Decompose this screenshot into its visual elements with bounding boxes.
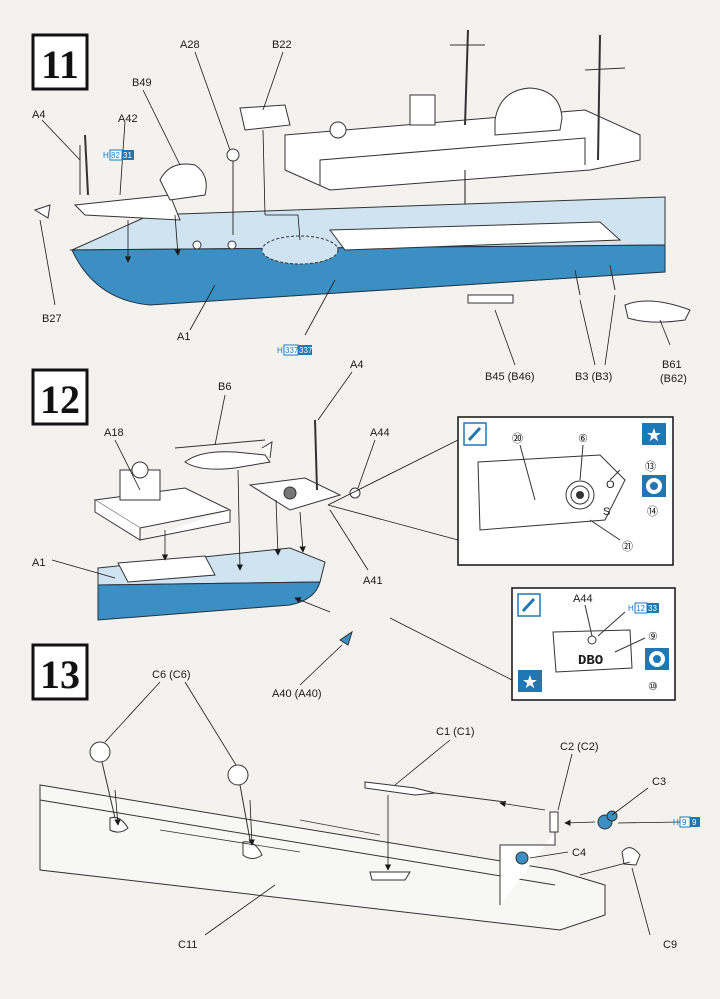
small-parts — [33, 104, 691, 323]
decal-icon — [645, 648, 669, 670]
callout-20: ⑳ — [512, 432, 523, 445]
label-a28: A28 — [180, 39, 200, 51]
label-a1: A1 — [177, 331, 190, 343]
superstructure — [284, 29, 641, 221]
step-12: 12 — [31, 359, 676, 701]
star-icon: ★ — [518, 670, 542, 693]
step-number-box — [31, 368, 89, 426]
label-b62: (B62) — [660, 373, 687, 385]
part-c6-pair — [89, 741, 251, 841]
label-a4: A4 — [350, 359, 363, 371]
marking-o: O — [606, 479, 615, 491]
label-a40: A40 (A40) — [272, 688, 322, 700]
hull-a1-stern — [97, 547, 326, 621]
svg-text:H: H — [628, 604, 634, 613]
hull-number: DBO — [578, 653, 603, 669]
svg-text:★: ★ — [646, 425, 662, 446]
hull-a1 — [69, 196, 666, 306]
detail-inset-1: ★ ⑳ ⑥ ⑬ ⑭ ㉑ O S — [457, 416, 674, 566]
label-c4: C4 — [572, 847, 586, 859]
label-a44: A44 — [370, 427, 390, 439]
svg-text:9: 9 — [682, 818, 687, 827]
paint-reference: H 9 9 — [673, 816, 700, 828]
svg-text:★: ★ — [522, 672, 538, 693]
label-b45: B45 (B46) — [485, 371, 535, 383]
label-a18: A18 — [104, 427, 124, 439]
svg-text:H: H — [277, 346, 283, 355]
part-c1 — [364, 781, 506, 803]
svg-text:9: 9 — [692, 818, 697, 827]
step-number-box — [31, 643, 89, 701]
leader-lines-11 — [39, 51, 671, 366]
callout-13: ⑬ — [645, 460, 656, 473]
leader-lines-12 — [51, 371, 513, 686]
svg-text:33: 33 — [648, 604, 657, 613]
label-b22: B22 — [272, 39, 292, 51]
step-number: 11 — [41, 42, 79, 87]
step-number: 13 — [40, 652, 80, 697]
label-a42: A42 — [118, 113, 138, 125]
callout-9: ⑨ — [648, 631, 658, 643]
part-a18 — [93, 461, 232, 541]
callout-10: ⑩ — [648, 681, 658, 693]
marking-s: S — [603, 506, 610, 518]
paint-reference: H 12 33 — [628, 602, 659, 614]
step-number: 12 — [40, 377, 80, 422]
callout-6: ⑥ — [578, 433, 588, 445]
leader-lines-13 — [104, 681, 681, 936]
label-c9: C9 — [663, 939, 677, 951]
label-b27: B27 — [42, 313, 62, 325]
label-b3: B3 (B3) — [575, 371, 612, 383]
label-a41: A41 — [363, 575, 383, 587]
label-b61: B61 — [662, 359, 682, 371]
svg-text:337: 337 — [285, 346, 299, 355]
step-13: 13 — [31, 643, 700, 951]
svg-text:12: 12 — [636, 604, 645, 613]
label-c1: C1 (C1) — [436, 726, 475, 738]
label-c3: C3 — [652, 776, 666, 788]
svg-text:337: 337 — [299, 346, 313, 355]
label-b49: B49 — [132, 77, 152, 89]
step-number-box — [31, 33, 89, 91]
callout-14: ⑭ — [647, 505, 658, 518]
brush-icon — [517, 593, 541, 617]
callout-21: ㉑ — [622, 540, 633, 553]
svg-text:H: H — [673, 818, 679, 827]
svg-text:31: 31 — [123, 151, 132, 160]
svg-text:H: H — [103, 151, 109, 160]
label-c2: C2 (C2) — [560, 741, 599, 753]
label-a4: A4 — [32, 109, 45, 121]
part-a41 — [248, 419, 361, 646]
helicopter-b6 — [174, 439, 273, 470]
paint-reference: H 82 31 — [103, 149, 134, 161]
step-11: 11 — [31, 29, 691, 385]
part-c2-c4 — [499, 810, 641, 905]
paint-reference: H 337 337 — [277, 344, 313, 356]
label-b6: B6 — [218, 381, 231, 393]
svg-text:82: 82 — [111, 151, 120, 160]
label-a44: A44 — [573, 593, 593, 605]
detail-inset-2: ★ A44 H 12 33 DBO ⑨ ⑩ — [511, 587, 676, 701]
star-icon: ★ — [642, 423, 666, 446]
brush-icon — [463, 422, 487, 446]
label-c6: C6 (C6) — [152, 669, 191, 681]
decal-icon — [642, 475, 666, 497]
label-a1: A1 — [32, 557, 45, 569]
label-c11: C11 — [178, 939, 197, 951]
